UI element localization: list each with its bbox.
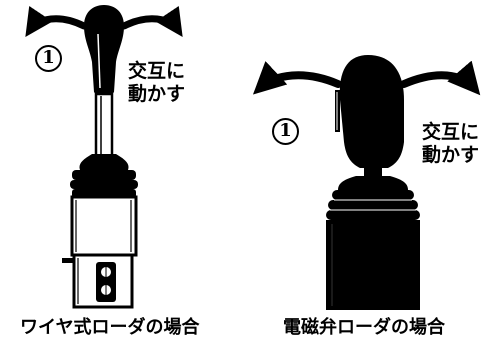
instruction-line-2: 動かす: [422, 144, 480, 166]
left-swing-arrow-icon: [25, 5, 88, 37]
left-swing-arrow-icon: [252, 61, 342, 95]
wire-type-caption: ワイヤ式ローダの場合: [20, 317, 200, 338]
step-number-badge: 1: [35, 45, 62, 72]
rubber-boot: [338, 176, 408, 190]
lever-knob: [84, 5, 124, 95]
lever-housing: [70, 195, 138, 257]
wire-joystick: [25, 5, 183, 309]
right-swing-arrow-icon: [120, 5, 183, 37]
lever-base: [326, 220, 420, 310]
right-swing-arrow-icon: [400, 60, 481, 96]
lever-grip: [339, 55, 404, 168]
rubber-boot: [79, 154, 129, 170]
step-number-badge: 1: [272, 118, 299, 145]
solenoid-joystick: [252, 55, 481, 310]
instruction-line-1: 交互に: [128, 60, 186, 82]
lever-shaft: [94, 92, 114, 158]
instruction-line-2: 動かす: [128, 83, 186, 105]
instruction-line-1: 交互に: [422, 121, 480, 143]
solenoid-type-caption: 電磁弁ローダの場合: [283, 317, 445, 338]
